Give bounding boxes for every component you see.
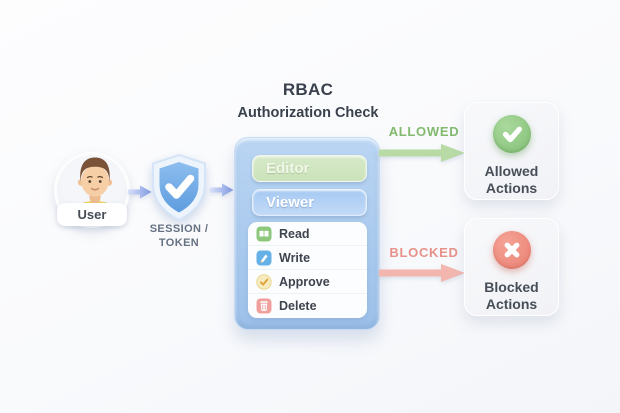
allowed-card-line2: Actions — [485, 180, 538, 196]
session-token-label: SESSION / TOKEN — [136, 222, 222, 250]
diagram-title: RBAC — [282, 80, 334, 99]
trash-icon — [256, 298, 272, 314]
permission-list: Read Write Approve — [248, 222, 367, 318]
permission-row-delete: Delete — [248, 294, 367, 318]
session-label-line1: SESSION / — [149, 223, 209, 235]
permission-row-write: Write — [248, 246, 367, 270]
allowed-arrow-icon — [379, 144, 465, 162]
blocked-arrow-label: BLOCKED — [389, 245, 459, 260]
x-icon — [504, 242, 519, 258]
permission-row-approve: Approve — [248, 270, 367, 294]
pencil-icon — [256, 250, 272, 265]
blocked-arrow-icon — [379, 264, 465, 282]
permission-label: Delete — [279, 299, 317, 313]
allowed-badge — [492, 115, 531, 153]
role-pill-viewer: Viewer — [252, 189, 367, 216]
blocked-card-label: Blocked Actions — [465, 279, 558, 313]
blocked-card-line2: Actions — [485, 296, 538, 312]
check-icon — [502, 126, 522, 143]
permission-label: Write — [279, 250, 311, 265]
permission-label: Approve — [279, 274, 330, 289]
check-badge-icon — [256, 273, 272, 290]
allowed-card-label: Allowed Actions — [465, 163, 558, 197]
allowed-arrow-label: ALLOWED — [388, 124, 460, 139]
flow-arrow-user-to-session-icon — [128, 185, 152, 199]
blocked-actions-card: Blocked Actions — [464, 218, 559, 316]
diagram-subtitle: Authorization Check — [237, 105, 379, 121]
book-icon — [256, 226, 272, 241]
permission-row-read: Read — [248, 222, 367, 246]
session-label-line2: TOKEN — [158, 237, 200, 249]
rbac-panel: Editor Viewer Read Write — [234, 137, 380, 330]
allowed-card-line1: Allowed — [484, 163, 539, 179]
permission-label: Read — [279, 226, 310, 241]
user-label: User — [57, 203, 127, 226]
blocked-card-line1: Blocked — [484, 279, 539, 295]
flow-arrow-session-to-panel-icon — [210, 183, 234, 197]
blocked-badge — [492, 231, 531, 269]
role-pill-editor: Editor — [252, 155, 367, 182]
allowed-actions-card: Allowed Actions — [464, 102, 559, 200]
session-shield-icon — [152, 153, 206, 222]
